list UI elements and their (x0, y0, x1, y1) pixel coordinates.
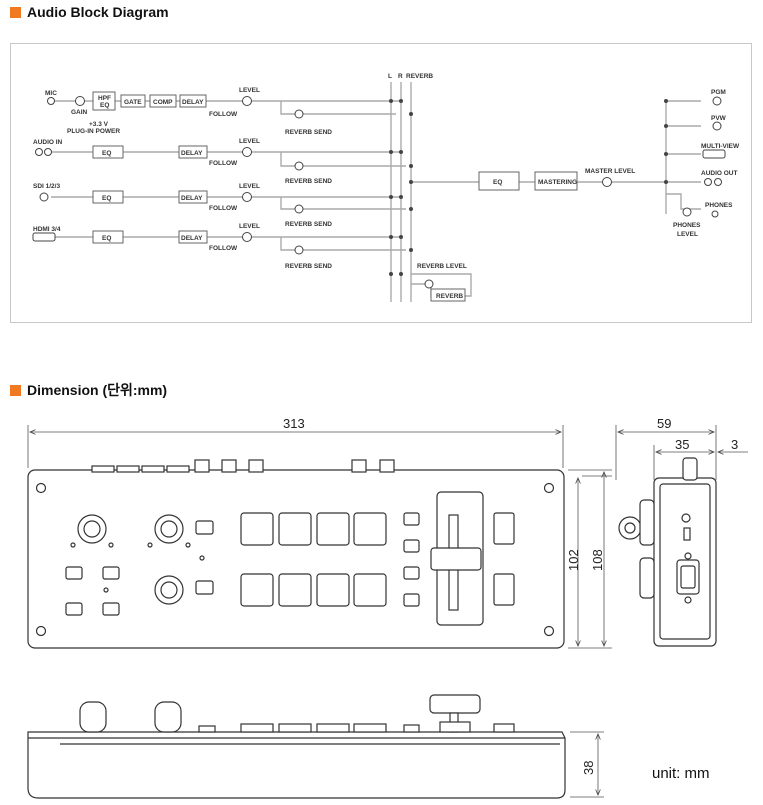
front-view (27, 694, 566, 799)
delay-label-2: DELAY (181, 150, 203, 157)
audio-block-diagram: L R REVERB MIC AUDIO IN SDI 1/2/3 HDMI 3… (32, 73, 740, 302)
audio-out-rca-r-icon (714, 178, 722, 186)
gain-knob-icon (75, 96, 85, 106)
bus-l-label: L (388, 73, 392, 80)
dim-thickness-label: 38 (581, 761, 596, 775)
pgm-bnc-icon (712, 96, 722, 106)
reverb-label: REVERB (436, 293, 463, 300)
sdi-label: SDI 1/2/3 (33, 183, 60, 190)
master-level-label: MASTER LEVEL (585, 168, 635, 175)
delay-label-1: DELAY (182, 99, 204, 106)
level-label-2: LEVEL (239, 138, 260, 145)
phones-label: PHONES (705, 202, 733, 209)
hdmi-connector-icon (32, 232, 56, 242)
orange-square-icon (10, 6, 21, 18)
plugin-power-label: PLUG-IN POWER (67, 128, 120, 135)
bus-reverb-label: REVERB (406, 73, 433, 80)
dim-height-outer-label: 108 (590, 549, 605, 571)
phones-level-label-2: LEVEL (677, 231, 698, 238)
rca-left-icon (35, 148, 43, 156)
dimension-drawing: 313 59 35 3 102 108 38 (27, 416, 748, 799)
dimension-heading: Dimension (단위:mm) (10, 380, 167, 400)
master-eq-label: EQ (493, 179, 502, 186)
dim-width-label: 313 (283, 416, 305, 431)
pgm-label: PGM (711, 89, 726, 96)
audio-block-title: Audio Block Diagram (27, 4, 169, 20)
audio-out-label: AUDIO OUT (701, 170, 738, 177)
dim-edge-label: 3 (731, 437, 738, 452)
reverb-level-knob-icon (424, 279, 434, 289)
hpf-label: HPF (98, 95, 111, 102)
hdmi-label: HDMI 3/4 (33, 226, 61, 233)
multiview-label: MULTI-VIEW (701, 143, 740, 150)
orange-square-icon (10, 384, 21, 396)
level-label-1: LEVEL (239, 87, 260, 94)
audio-out-rca-l-icon (704, 178, 712, 186)
reverb-level-label: REVERB LEVEL (417, 263, 467, 270)
delay-label-4: DELAY (181, 235, 203, 242)
gain-label: GAIN (71, 109, 88, 116)
master-level-knob-icon (602, 177, 612, 187)
delay-label-3: DELAY (181, 195, 203, 202)
eq-label-3: EQ (102, 195, 111, 202)
mic-connector-icon (47, 97, 55, 105)
follow-label-3: FOLLOW (209, 205, 238, 212)
dim-height-inner-label: 102 (566, 549, 581, 571)
bnc-connector-icon (39, 192, 49, 202)
side-view (618, 457, 717, 647)
follow-label-1: FOLLOW (209, 111, 238, 118)
gate-label: GATE (124, 99, 142, 106)
eq-label-2: EQ (102, 150, 111, 157)
follow-label-2: FOLLOW (209, 160, 238, 167)
mastering-label: MASTERING (538, 179, 577, 186)
comp-label: COMP (153, 99, 173, 106)
dim-depth-inner-label: 35 (675, 437, 689, 452)
follow-label-4: FOLLOW (209, 245, 238, 252)
dimension-title: Dimension (단위:mm) (27, 382, 168, 398)
unit-label: unit: mm (652, 765, 710, 782)
audio-in-label: AUDIO IN (33, 139, 63, 146)
hpf-eq-label: EQ (100, 102, 109, 109)
audio-block-heading: Audio Block Diagram (10, 4, 169, 20)
pvw-label: PVW (711, 115, 727, 122)
top-view (27, 459, 565, 649)
reverb-send-label-3: REVERB SEND (285, 221, 332, 228)
pvw-bnc-icon (712, 121, 722, 131)
level-label-4: LEVEL (239, 223, 260, 230)
v33-label: +3.3 V (89, 121, 109, 128)
phones-jack-icon (711, 210, 719, 218)
level-label-3: LEVEL (239, 183, 260, 190)
phones-level-knob-icon (682, 207, 692, 217)
reverb-send-label-1: REVERB SEND (285, 129, 332, 136)
phones-level-label-1: PHONES (673, 222, 701, 229)
bus-r-label: R (398, 73, 403, 80)
reverb-send-label-4: REVERB SEND (285, 263, 332, 270)
audio-block-diagram-panel: L R REVERB MIC AUDIO IN SDI 1/2/3 HDMI 3… (10, 43, 752, 323)
dim-depth-label: 59 (657, 416, 671, 431)
mic-label: MIC (45, 90, 57, 97)
eq-label-4: EQ (102, 235, 111, 242)
reverb-send-label-2: REVERB SEND (285, 178, 332, 185)
rca-right-icon (44, 148, 52, 156)
multiview-hdmi-icon (702, 149, 726, 159)
